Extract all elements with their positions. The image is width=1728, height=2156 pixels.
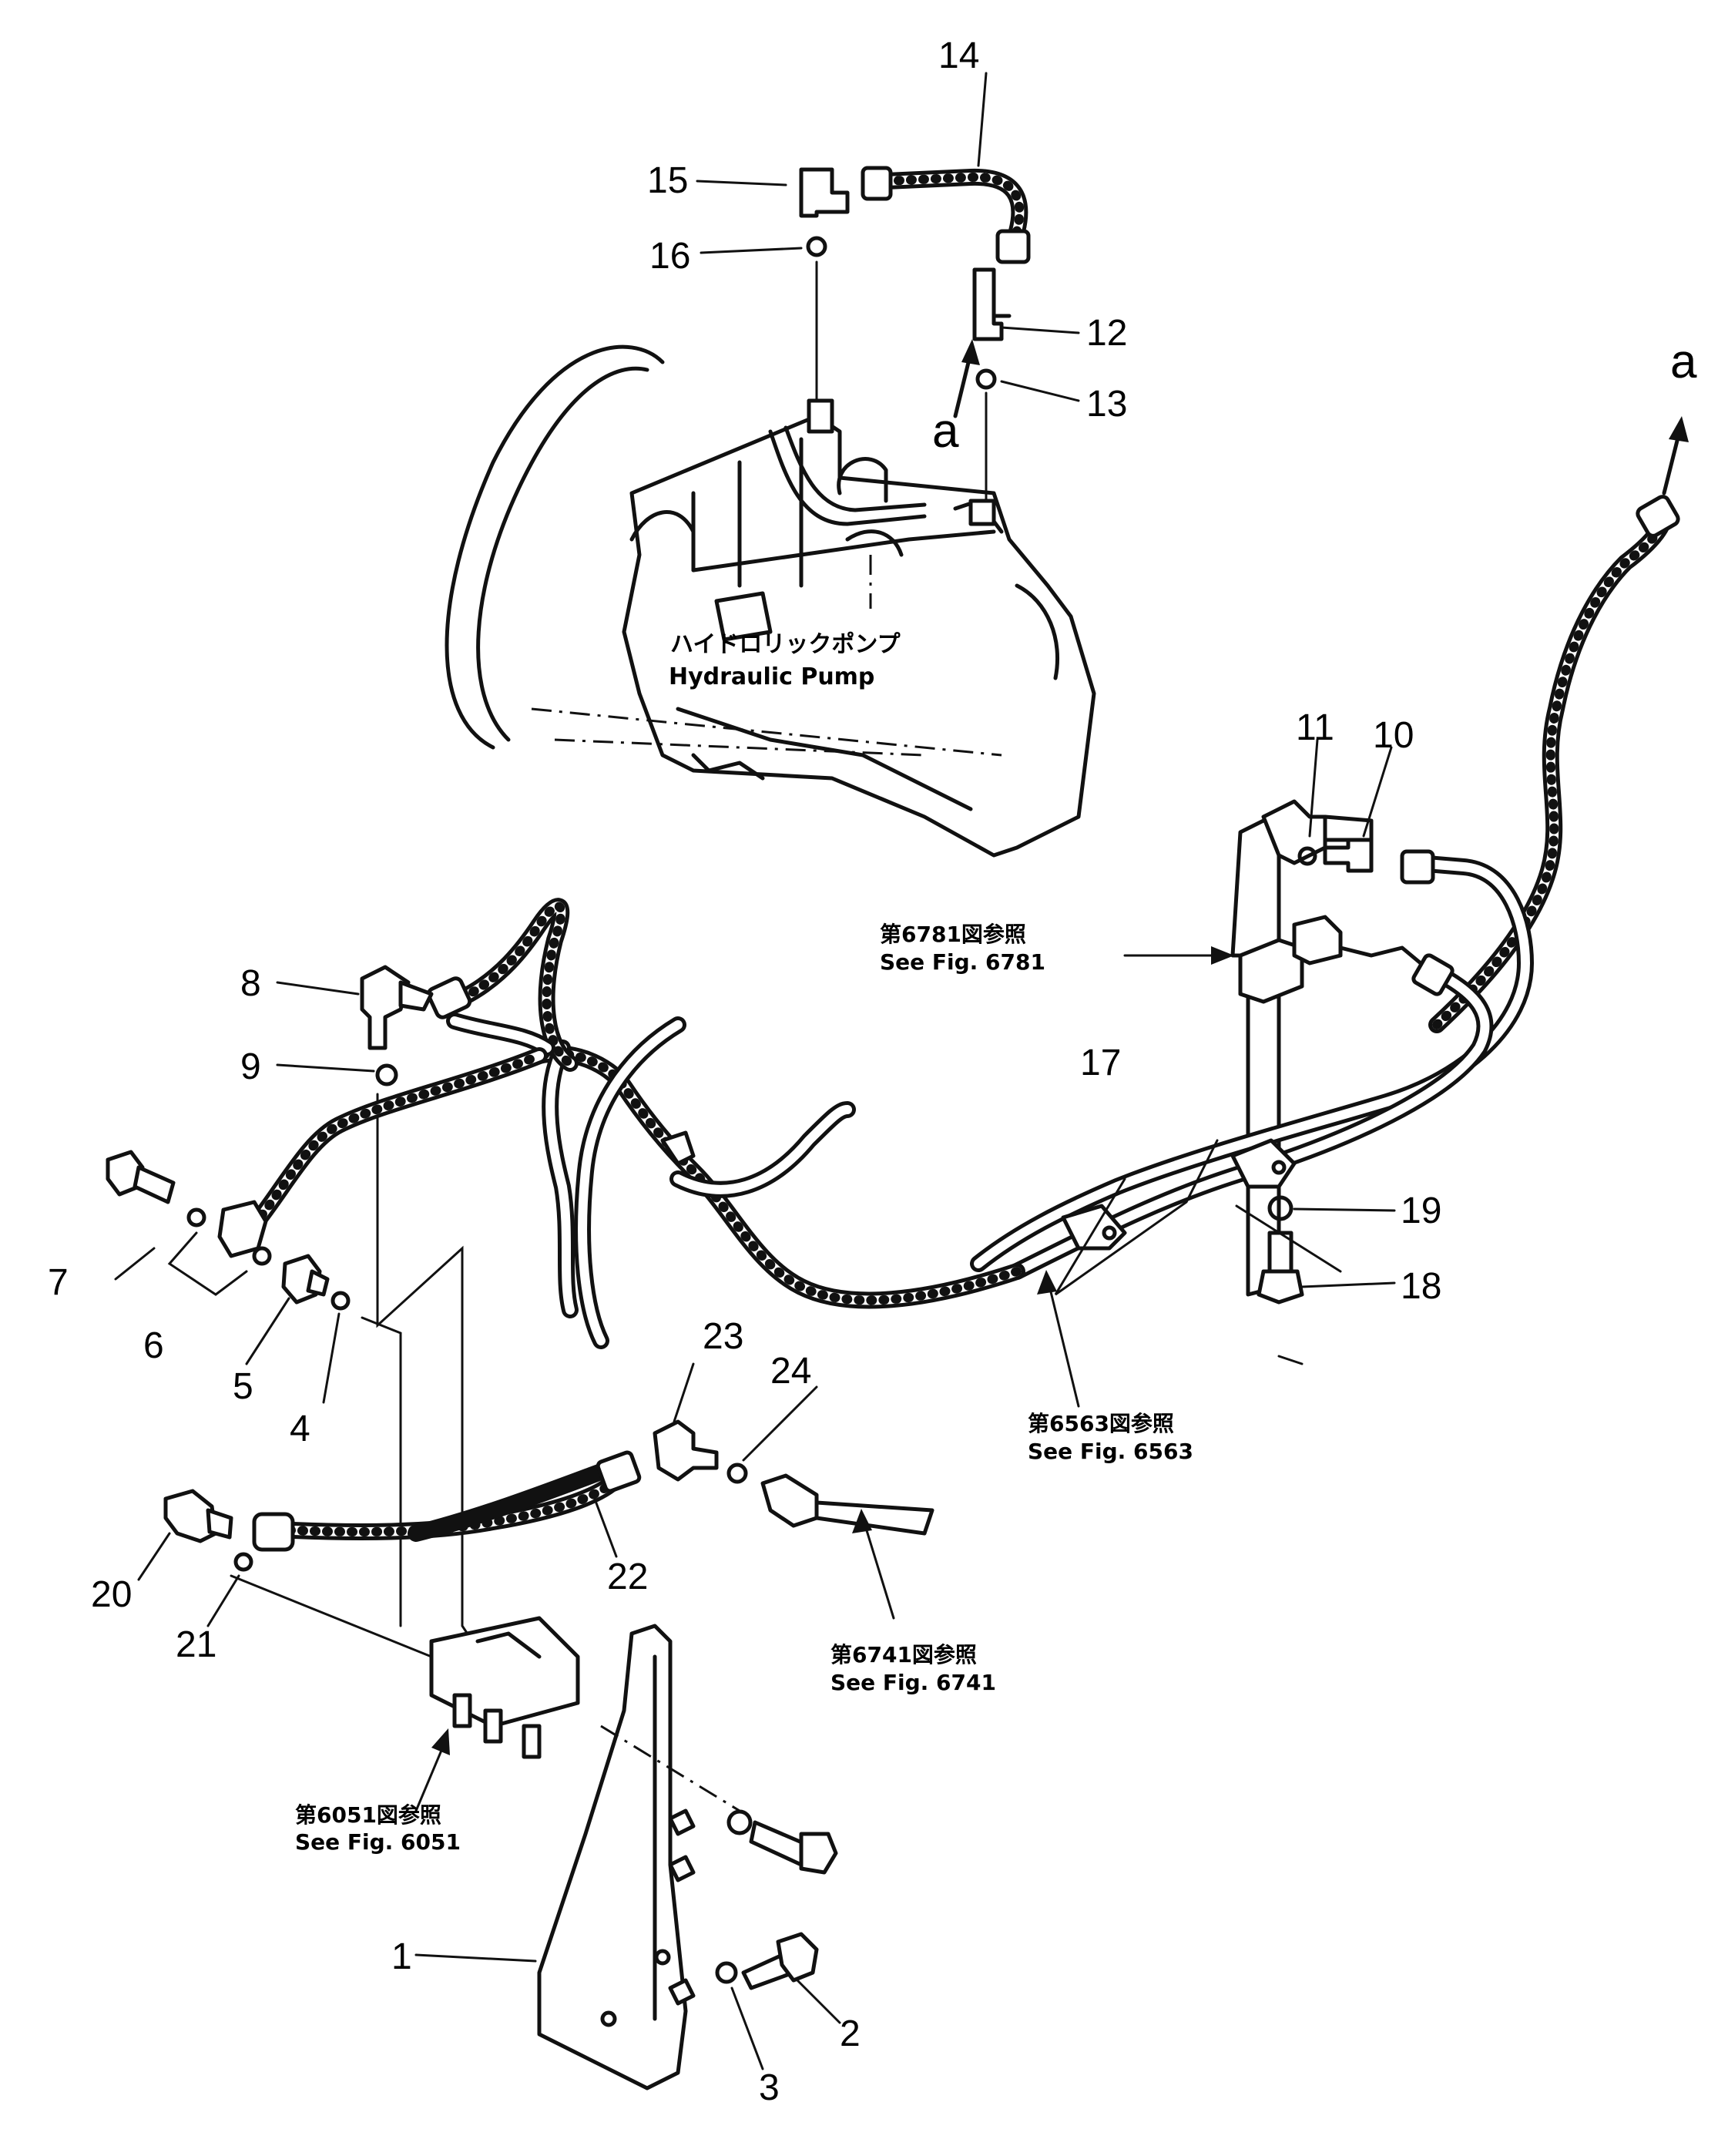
main-hose-6563: [531, 1016, 1025, 1349]
switch-20: [163, 1489, 233, 1543]
o-ring-4: [331, 1291, 351, 1311]
callout-18: 18: [1401, 1266, 1441, 1307]
callout-8: 8: [240, 963, 261, 1004]
left-hose: [217, 1047, 548, 1258]
line-4-to-block: [361, 1316, 402, 1627]
washer-3: [715, 1961, 738, 1984]
o-ring-21: [233, 1552, 253, 1572]
hose-bundle-17: [970, 849, 1534, 1280]
bracket-17-indicator: [1054, 1139, 1219, 1296]
callout-13: 13: [1086, 384, 1127, 425]
callout-24: 24: [770, 1351, 811, 1392]
arrow-a-top: [1662, 429, 1682, 495]
callout-9: 9: [240, 1046, 261, 1087]
bolt-18: [1257, 1231, 1304, 1305]
bracket-1: [537, 1624, 740, 2091]
callout-10: 10: [1373, 715, 1414, 756]
washer-6a: [186, 1207, 206, 1227]
callout-22: 22: [607, 1557, 648, 1597]
elbow-23: [653, 1419, 719, 1482]
line-9-to-block: [376, 1093, 479, 1651]
control-block-6051: [429, 1616, 580, 1759]
callout-11: 11: [1296, 707, 1334, 748]
callout-21: 21: [176, 1624, 216, 1665]
bolt-upper: [726, 1809, 838, 1875]
letter-a-top: a: [1670, 335, 1697, 388]
arrow-ref-6741: [852, 1509, 872, 1533]
arrow-ref-6051: [431, 1728, 450, 1755]
o-ring-11: [1297, 846, 1317, 866]
callout-16: 16: [649, 236, 690, 277]
pump-label-jp: ハイドロリックポンプ: [670, 631, 901, 658]
callout-19: 19: [1401, 1191, 1441, 1231]
callout-12: 12: [1086, 313, 1127, 354]
letter-a-pump: a: [932, 405, 959, 458]
ref-6051-jp: 第6051図参照: [295, 1802, 441, 1828]
elbow-8: [360, 965, 434, 1050]
ref-6563-en: See Fig. 6563: [1028, 1439, 1193, 1464]
fitting-10: [1323, 838, 1374, 873]
ref-6741-en: See Fig. 6741: [830, 1670, 996, 1695]
callout-17: 17: [1080, 1043, 1121, 1083]
pipe-8: [426, 898, 579, 1072]
callout-numbers: 1 2 3 4 5 6 7 8 9 10 11 12 13 14 15 16 1…: [48, 35, 1441, 2108]
fitting-12: [972, 267, 1012, 341]
callout-3: 3: [759, 2067, 780, 2108]
callout-1: 1: [391, 1936, 412, 1977]
arrow-ref-6781: [1211, 946, 1234, 965]
pump-label-en: Hydraulic Pump: [669, 663, 874, 690]
o-ring-9: [375, 1063, 398, 1086]
callout-23: 23: [703, 1316, 743, 1357]
callout-14: 14: [938, 35, 979, 76]
leader-lines: [114, 72, 1396, 2070]
callout-20: 20: [91, 1574, 132, 1615]
callout-5: 5: [233, 1366, 253, 1407]
hose-6741: [760, 1473, 934, 1536]
hydraulic-pump: [445, 344, 1096, 858]
washer-19: [1267, 1195, 1293, 1221]
callout-15: 15: [647, 160, 688, 201]
elbow-15: [799, 167, 850, 218]
hose-22: [252, 1450, 642, 1552]
washer-6b: [252, 1246, 272, 1266]
arrow-ref-6563: [1037, 1270, 1057, 1295]
plug-5: [281, 1254, 330, 1305]
callout-7: 7: [48, 1262, 69, 1303]
pipe-to-a: [1428, 495, 1680, 1033]
o-ring-16: [806, 236, 827, 257]
ref-6563-jp: 第6563図参照: [1028, 1411, 1174, 1436]
bolt-2: [741, 1932, 819, 1990]
bolt-7: [106, 1150, 176, 1204]
ref-6781-jp: 第6781図参照: [880, 922, 1026, 947]
o-ring-24: [726, 1463, 748, 1484]
pipe-14: [861, 166, 1031, 264]
callout-2: 2: [840, 2013, 861, 2054]
callout-6-bracket: [167, 1231, 248, 1296]
ref-6051-en: See Fig. 6051: [295, 1829, 461, 1855]
o-ring-13: [975, 368, 997, 390]
callout-6: 6: [143, 1325, 164, 1366]
ref-6781-en: See Fig. 6781: [880, 949, 1045, 975]
callout-4: 4: [290, 1409, 310, 1449]
ref-6741-jp: 第6741図参照: [830, 1642, 977, 1667]
line-21-to-block: [230, 1574, 433, 1658]
